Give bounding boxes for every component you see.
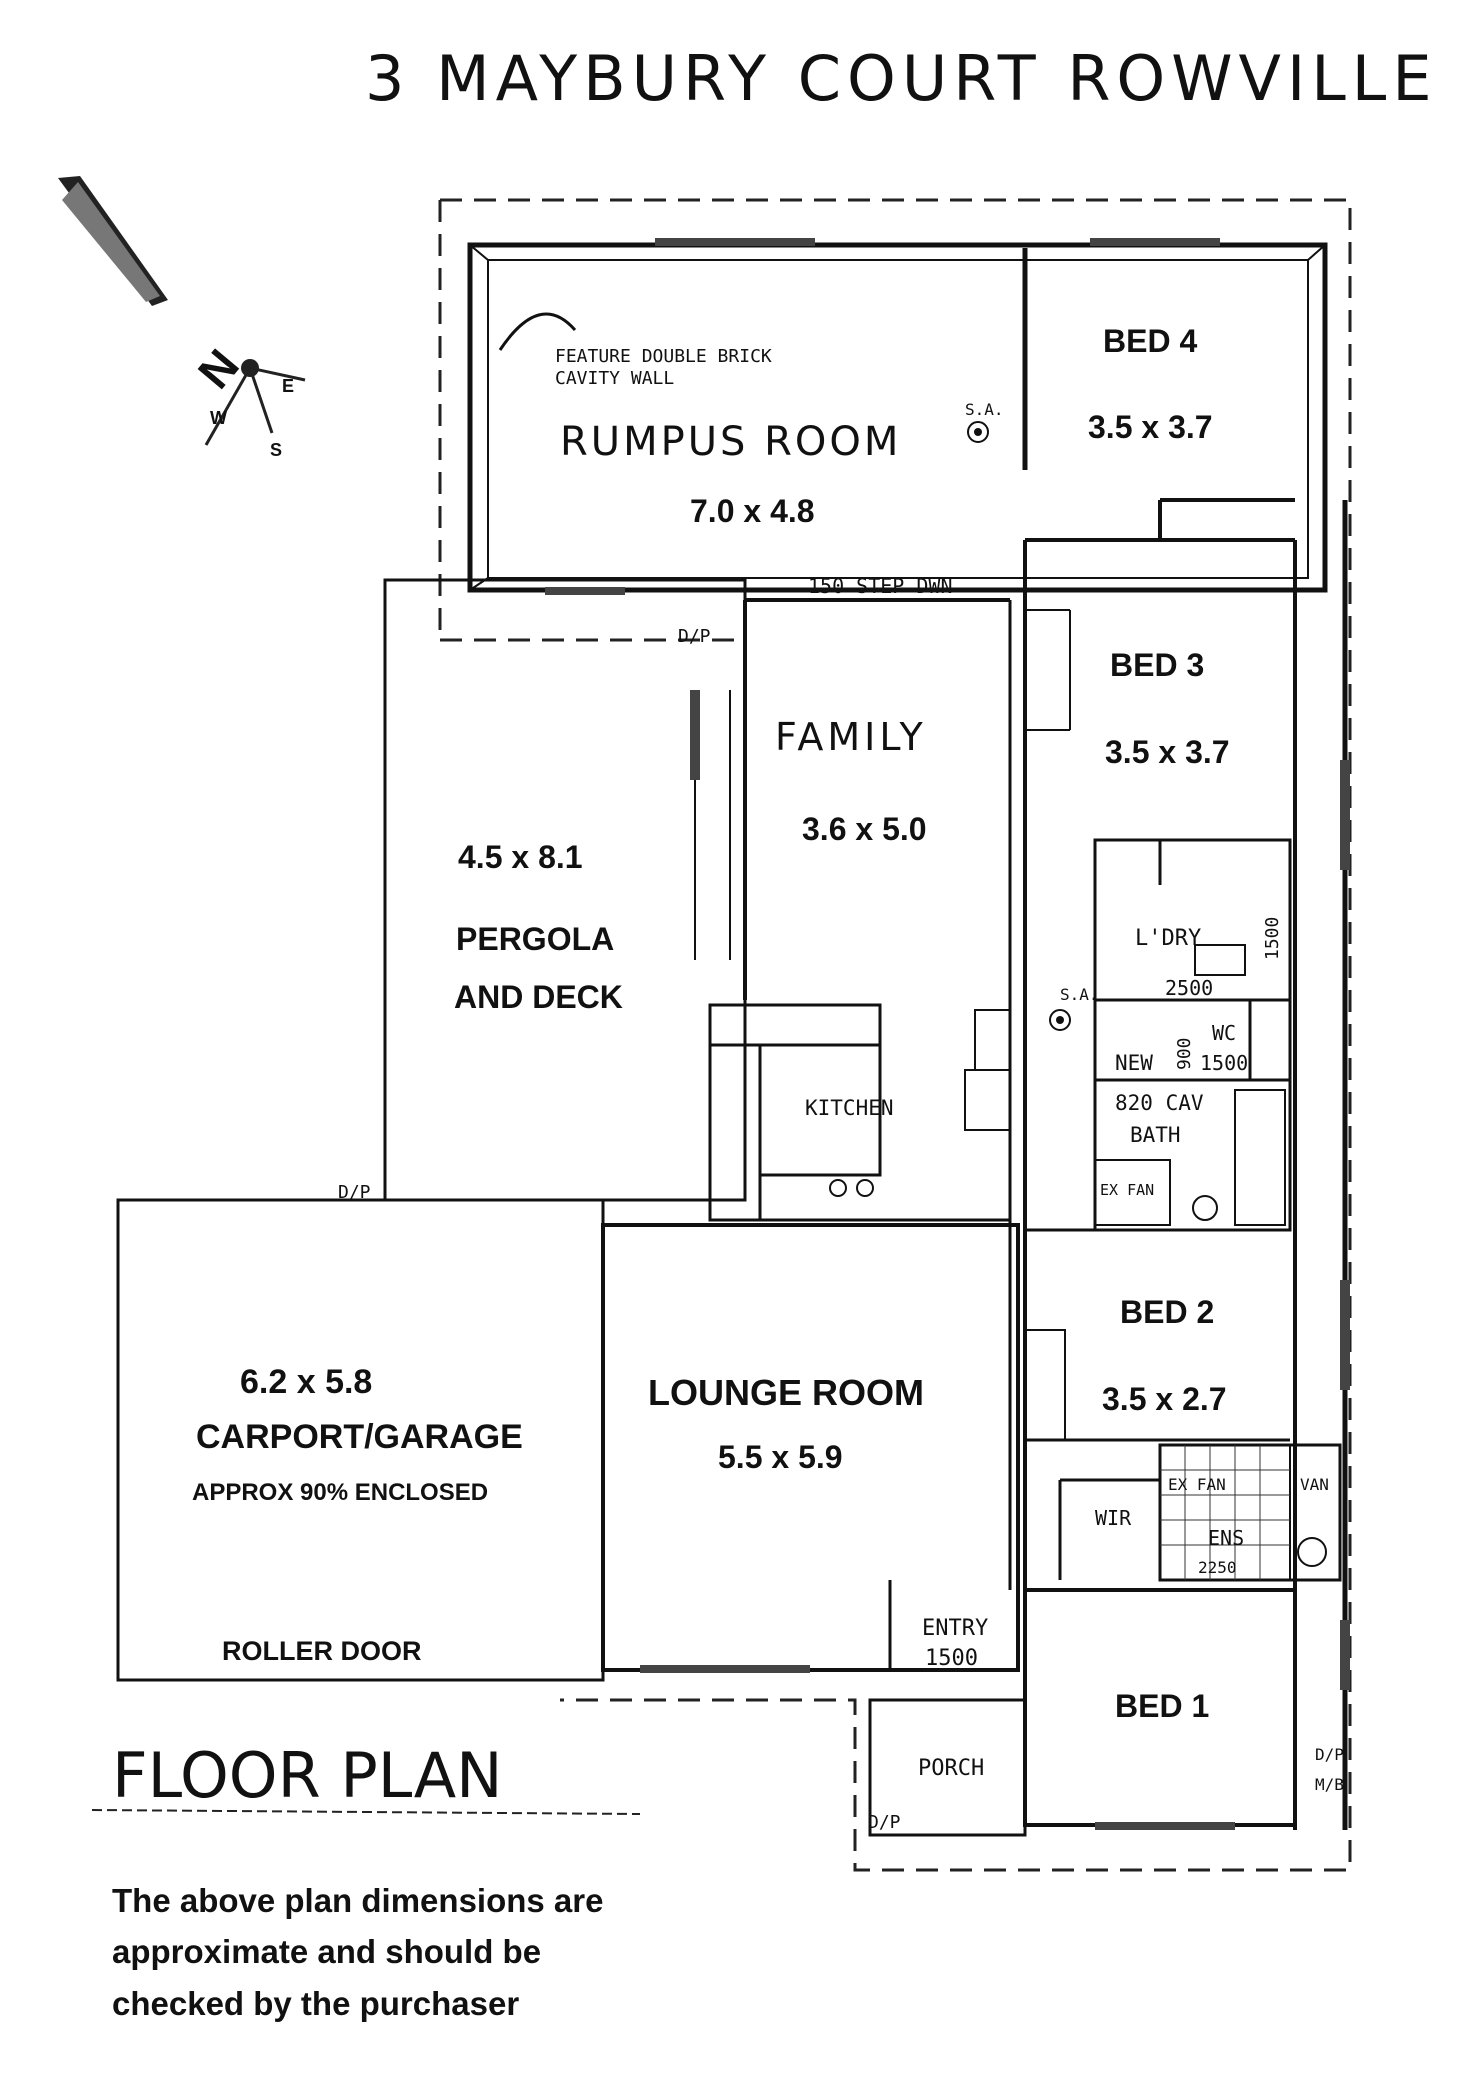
laundry-dim: 2500 (1165, 976, 1213, 1000)
address-title: 3 MAYBURY COURT ROWVILLE (365, 42, 1438, 115)
bath-line3: BATH (1130, 1123, 1181, 1147)
porch-name: PORCH (918, 1756, 984, 1781)
floor-plan-title: FLOOR PLAN (112, 1739, 503, 1812)
compass-east: E (282, 376, 294, 396)
entry-dim: 1500 (925, 1646, 978, 1671)
compass-north: N (188, 339, 249, 398)
rumpus-room-size: 7.0 x 4.8 (690, 493, 815, 529)
downpipe-label: D/P (678, 626, 711, 647)
ens-exfan: EX FAN (1168, 1475, 1226, 1494)
lounge-room-name: LOUNGE ROOM (648, 1372, 924, 1413)
lounge-room-size: 5.5 x 5.9 (718, 1439, 843, 1475)
pergola-name-line2: AND DECK (454, 979, 623, 1015)
disclaimer-line1: The above plan dimensions are (112, 1882, 603, 1919)
meter-box-label: M/B (1315, 1775, 1344, 1794)
entry-name: ENTRY (922, 1616, 988, 1641)
downpipe-label: D/P (868, 1812, 901, 1833)
bed3-size: 3.5 x 3.7 (1105, 734, 1230, 770)
property-boundary (438, 198, 1352, 1872)
bed1-name: BED 1 (1115, 1688, 1209, 1724)
disclaimer-line3: checked by the purchaser (112, 1985, 519, 2022)
step-down-label: 150 STEP DWN (808, 574, 953, 598)
compass-west: W (210, 408, 227, 428)
wc-dim: 1500 (1200, 1051, 1248, 1075)
bath-exfan: EX FAN (1100, 1181, 1154, 1199)
compass-rose-icon: N E W S (58, 176, 306, 460)
compass-south: S (270, 440, 282, 460)
bed4-name: BED 4 (1103, 323, 1197, 359)
laundry-name: L'DRY (1135, 926, 1201, 951)
smoke-alarm-icon (1049, 1009, 1071, 1031)
garage-size: 6.2 x 5.8 (240, 1363, 372, 1401)
rumpus-note-line1: FEATURE DOUBLE BRICK (555, 346, 772, 367)
ens-dim: 2250 (1198, 1558, 1237, 1577)
wc-name: WC (1212, 1021, 1236, 1045)
bed2-name: BED 2 (1120, 1294, 1214, 1330)
family-room-size: 3.6 x 5.0 (802, 811, 927, 847)
bed3-name: BED 3 (1110, 647, 1204, 683)
bath-line1: NEW (1115, 1051, 1153, 1075)
ens-van: VAN (1300, 1475, 1329, 1494)
smoke-alarm-icon (967, 421, 989, 443)
garage-name: CARPORT/GARAGE (196, 1418, 523, 1456)
bed2-size: 3.5 x 2.7 (1102, 1381, 1227, 1417)
ens-name: ENS (1208, 1526, 1244, 1550)
rumpus-note-line2: CAVITY WALL (555, 368, 674, 389)
bath-line2: 820 CAV (1115, 1091, 1204, 1115)
wir-name: WIR (1095, 1506, 1132, 1530)
downpipe-label: D/P (1315, 1745, 1344, 1764)
rumpus-room-name: RUMPUS ROOM (560, 419, 901, 465)
walls (116, 242, 1348, 1837)
smoke-alarm-label-2: S.A. (1060, 985, 1099, 1004)
garage-note: APPROX 90% ENCLOSED (192, 1479, 488, 1506)
bed4-size: 3.5 x 3.7 (1088, 409, 1213, 445)
windows (545, 238, 1350, 1830)
kitchen-name: KITCHEN (805, 1096, 894, 1120)
pergola-name-line1: PERGOLA (456, 921, 614, 957)
disclaimer-line2: approximate and should be (112, 1933, 541, 1970)
smoke-alarm-label: S.A. (965, 400, 1004, 419)
roller-door-label: ROLLER DOOR (222, 1636, 422, 1666)
laundry-dim-vertical: 1500 (1262, 917, 1283, 960)
downpipe-label: D/P (338, 1182, 371, 1203)
pergola-size: 4.5 x 8.1 (458, 839, 583, 875)
wc-dim-vertical: 900 (1174, 1037, 1195, 1070)
family-room-name: FAMILY (775, 715, 927, 759)
